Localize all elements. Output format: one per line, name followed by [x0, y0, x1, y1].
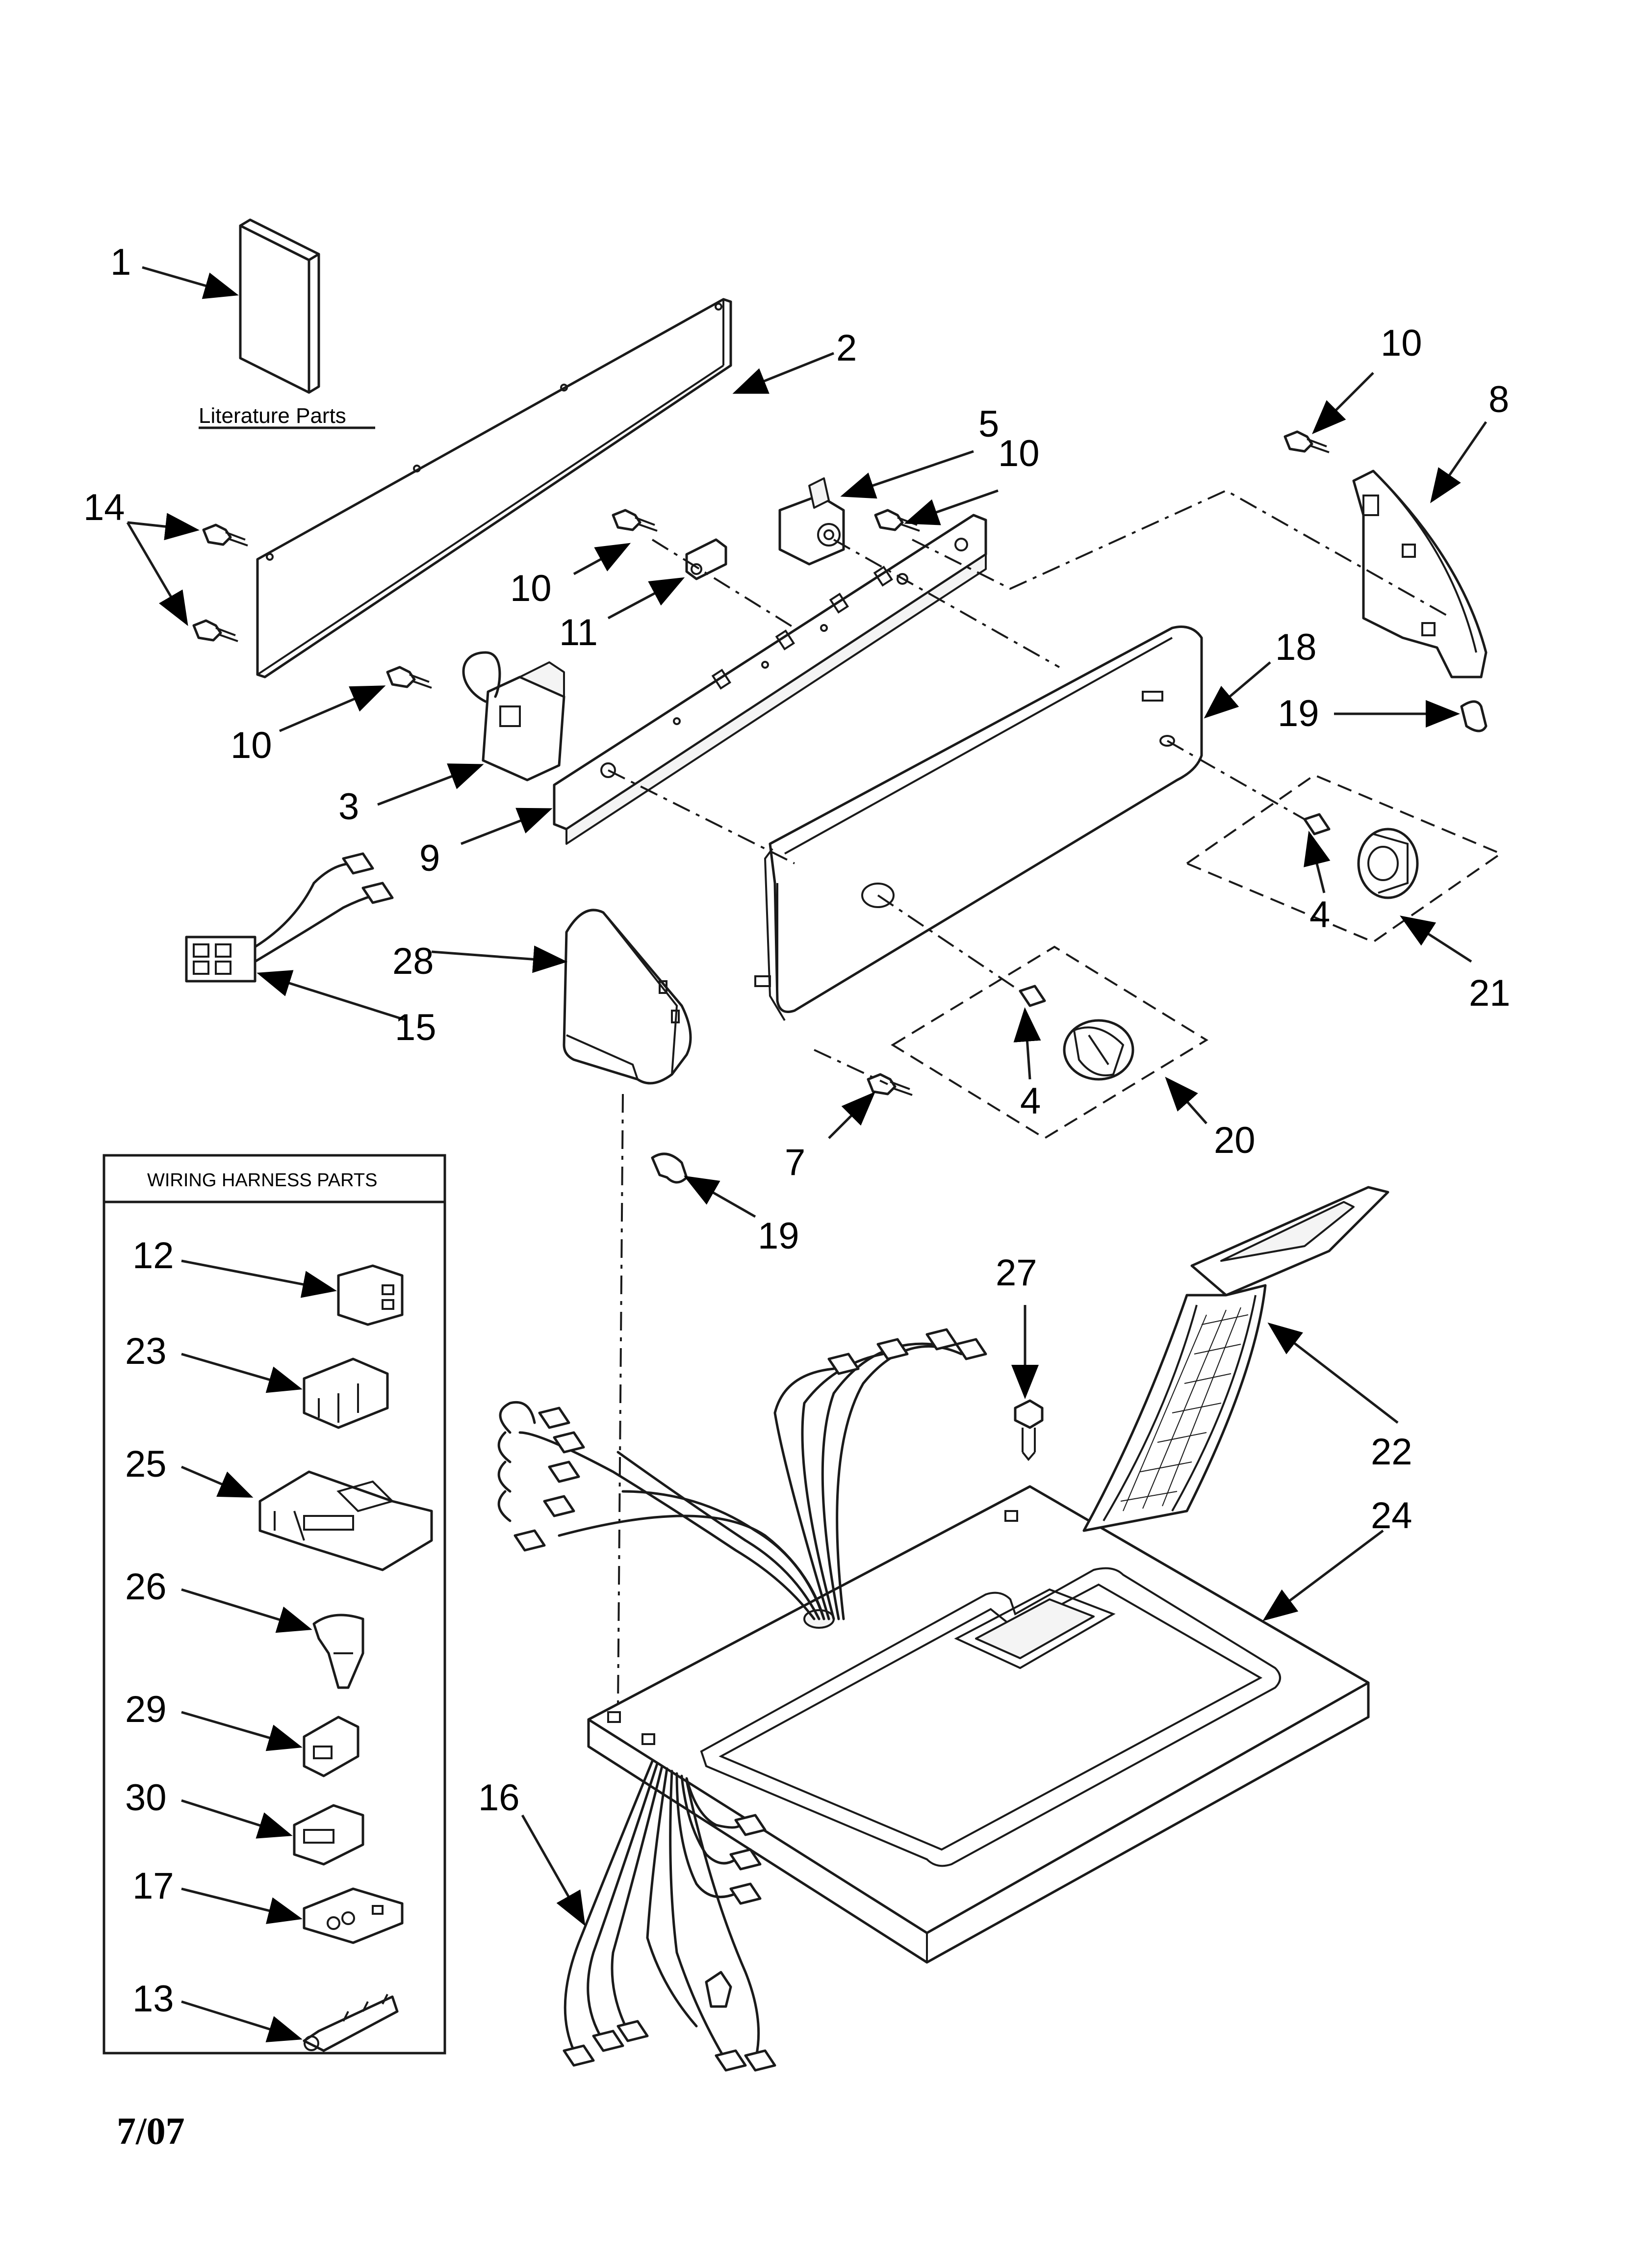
end-cap-left [563, 909, 692, 1085]
screw-10-mid [612, 509, 658, 532]
connector-12 [337, 1264, 404, 1326]
callout-16: 16 [478, 1777, 520, 1819]
connector-26 [312, 1614, 364, 1689]
callout-2: 2 [836, 327, 857, 369]
callout-22: 22 [1371, 1431, 1412, 1473]
callout-4-right: 4 [1309, 894, 1330, 936]
callout-20: 20 [1214, 1120, 1256, 1161]
terminal-13 [303, 1994, 399, 2052]
connector-17 [303, 1887, 404, 1944]
screw-10-left [386, 666, 432, 689]
callout-24: 24 [1371, 1495, 1412, 1537]
alignment-lines [608, 489, 1452, 1708]
callout-8: 8 [1488, 379, 1509, 420]
callout-11: 11 [559, 612, 598, 653]
timer-component [778, 477, 845, 566]
top-panel [587, 1485, 1370, 1964]
end-cap-right [1352, 469, 1488, 678]
lower-wire-harness [563, 1760, 776, 2072]
switch-component [462, 651, 565, 782]
clip-19-right [1460, 700, 1488, 732]
lint-filter [1082, 1186, 1389, 1532]
callout-4-lower: 4 [1020, 1080, 1041, 1122]
screw-pair [192, 523, 248, 642]
knob-assembly-21 [1184, 774, 1503, 943]
wiring-item-30: 30 [125, 1777, 167, 1819]
literature-parts-caption: Literature Parts [199, 404, 346, 428]
harness-15 [185, 852, 394, 983]
wiring-item-29: 29 [125, 1689, 167, 1730]
upper-wire-harness [497, 1328, 987, 1620]
wiring-item-13: 13 [132, 1978, 174, 2020]
connector-25 [258, 1470, 433, 1571]
leader-arrows [126, 266, 1488, 2042]
screw-27 [1014, 1399, 1044, 1461]
wiring-item-17: 17 [132, 1865, 174, 1907]
wiring-item-23: 23 [125, 1330, 167, 1372]
wiring-item-25: 25 [125, 1443, 167, 1485]
callout-1: 1 [110, 241, 131, 283]
callout-18: 18 [1275, 626, 1317, 668]
connector-29 [303, 1716, 359, 1777]
connector-30 [293, 1804, 364, 1866]
callout-19-right: 19 [1278, 693, 1319, 734]
connector-23 [303, 1357, 389, 1429]
wiring-item-26: 26 [125, 1566, 167, 1608]
control-bracket [553, 514, 987, 845]
callout-9: 9 [419, 837, 440, 879]
callout-21: 21 [1469, 972, 1511, 1014]
callout-10-mid: 10 [510, 568, 552, 609]
screw-10-top-right [1283, 430, 1330, 453]
callout-28: 28 [392, 940, 434, 982]
callout-27: 27 [996, 1252, 1037, 1294]
date-code: 7/07 [117, 2110, 185, 2152]
screw-7 [867, 1073, 913, 1096]
knob-assembly-20 [891, 945, 1208, 1140]
console-panel [754, 626, 1203, 1021]
literature-book [239, 218, 320, 394]
callout-19-lower: 19 [758, 1215, 799, 1257]
callout-10-right: 10 [998, 433, 1040, 474]
rear-panel [256, 298, 732, 678]
wiring-box-title: WIRING HARNESS PARTS [147, 1170, 377, 1191]
small-clip [685, 538, 727, 580]
callout-14: 14 [83, 487, 125, 528]
callout-10-top-right: 10 [1381, 322, 1422, 364]
wiring-item-12: 12 [132, 1235, 174, 1277]
wiring-harness-box [103, 1154, 446, 2055]
callout-15: 15 [395, 1007, 436, 1048]
clip-19-left [651, 1152, 688, 1184]
callout-3: 3 [338, 786, 359, 828]
callout-5: 5 [978, 403, 999, 445]
callout-10-left: 10 [231, 725, 272, 766]
callout-7: 7 [785, 1142, 805, 1183]
